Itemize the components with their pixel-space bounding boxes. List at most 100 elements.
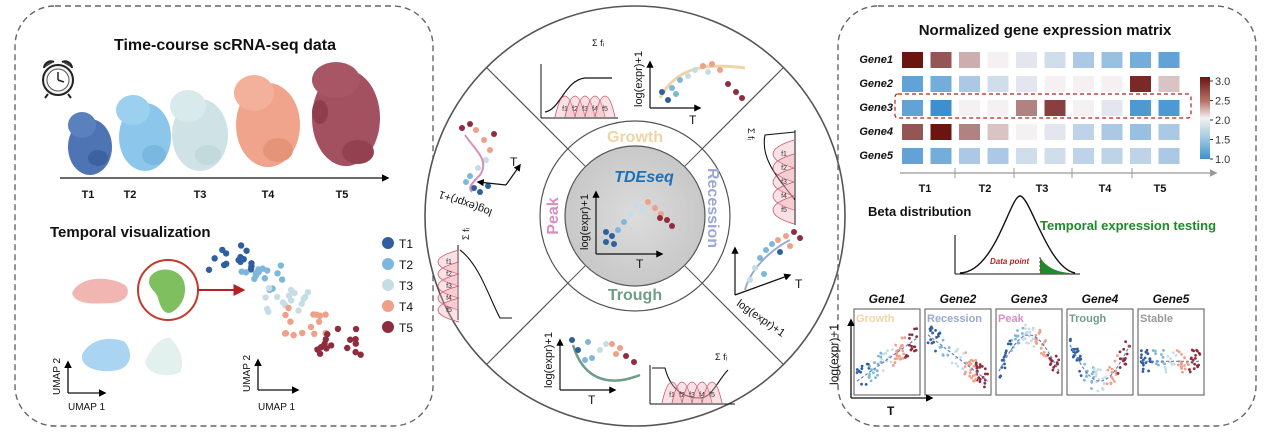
pattern-point [931, 331, 935, 335]
pattern-point [1024, 332, 1028, 336]
heatmap-time-label: T2 [979, 183, 992, 195]
pattern-point [983, 378, 987, 382]
heatmap-cell [1016, 76, 1037, 92]
embryo-t5 [312, 62, 380, 166]
embryo-t4 [234, 75, 300, 167]
legend-swatch [382, 300, 394, 312]
trend-point [673, 91, 679, 97]
heatmap-cell [987, 124, 1009, 140]
heatmap-cell [1158, 124, 1180, 140]
pattern-point [903, 336, 907, 340]
pattern-point [896, 357, 899, 360]
trend-point [783, 233, 789, 239]
trend-point [623, 353, 629, 359]
pattern-point [1196, 365, 1200, 369]
umap-point [277, 262, 285, 269]
pattern-point [873, 361, 876, 364]
pattern-point [978, 365, 982, 369]
pattern-point [1090, 387, 1093, 390]
trend-point [483, 157, 489, 163]
basis-function [772, 195, 795, 225]
right-panel-frame [837, 5, 1257, 427]
pattern-point [968, 371, 972, 375]
pattern-point [913, 349, 916, 353]
legend-swatch [382, 279, 394, 291]
legend-label: T4 [399, 300, 413, 314]
heatmap-cell [1158, 52, 1180, 68]
umap-point [235, 256, 242, 264]
umap-point [315, 318, 323, 325]
heatmap-time-label: T3 [1036, 183, 1049, 195]
heatmap-cell [959, 148, 980, 164]
umap-point [316, 350, 324, 357]
pattern-point [876, 362, 880, 366]
pattern-point [938, 331, 942, 335]
pattern-point [1157, 363, 1160, 367]
pattern-point [930, 341, 934, 345]
pattern-point [860, 367, 864, 371]
trend-point [791, 229, 797, 235]
heatmap-cell [1044, 76, 1066, 92]
pattern-point [970, 376, 974, 380]
trend-point [615, 227, 621, 233]
timeline-label: T1 [82, 189, 95, 201]
pattern-point [1110, 375, 1113, 379]
umap-point [287, 286, 295, 294]
basis-label: f2 [679, 392, 685, 399]
pattern-point [1096, 367, 1100, 371]
heatmap-cell [1044, 124, 1066, 140]
basis-label: f4 [592, 106, 598, 113]
trend-point [757, 255, 763, 261]
trend-point [669, 223, 675, 229]
trend-point [603, 229, 609, 235]
heatmap-cell [1073, 100, 1094, 116]
pattern-point [1034, 334, 1038, 337]
pattern-point [1110, 367, 1114, 371]
umap-point [248, 260, 255, 267]
pattern-point [978, 380, 982, 384]
pattern-point [1016, 334, 1020, 338]
pattern-point [1057, 358, 1061, 362]
pattern-point [1191, 358, 1195, 362]
basis-label: f1 [781, 151, 787, 158]
pattern-gene-label: Gene1 [869, 292, 906, 306]
trend-point [481, 137, 487, 143]
heatmap-gene-label: Gene4 [859, 126, 893, 138]
heatmap-cell [1101, 52, 1123, 68]
heatmap-cell [930, 148, 952, 164]
umap-point [295, 307, 302, 314]
cluster-blob-green [149, 269, 186, 313]
pattern-point [969, 362, 973, 366]
pattern-name: Growth [856, 313, 895, 325]
heatmap-cell [1101, 76, 1123, 92]
pattern-point [902, 352, 906, 356]
pattern-point [908, 333, 912, 336]
colorbar-tick-label: 2.0 [1215, 115, 1230, 127]
pattern-point [1112, 379, 1116, 383]
pattern-point [1108, 365, 1112, 369]
ring-label-trough: Trough [608, 287, 662, 304]
trend-point [763, 247, 769, 253]
basis-label: f4 [446, 295, 452, 302]
trend-point [645, 199, 651, 205]
growth-trend-curve [658, 64, 746, 99]
pattern-point [972, 379, 976, 383]
heatmap-cell [1044, 52, 1066, 68]
inner-divider-sw [567, 265, 586, 284]
peak-x-axis [505, 163, 521, 186]
beta-title: Beta distribution [868, 204, 971, 219]
trend-point [597, 347, 603, 353]
trend-point [677, 77, 683, 83]
heatmap-time-label: T5 [1154, 183, 1167, 195]
umap-point [274, 270, 281, 277]
trend-point [471, 185, 477, 191]
umap-point [222, 250, 230, 257]
embryo-t2 [116, 95, 171, 171]
pattern-point [1144, 350, 1148, 354]
heatmap-cell [930, 52, 952, 68]
pattern-point [1027, 327, 1031, 331]
pattern-point [929, 329, 932, 333]
